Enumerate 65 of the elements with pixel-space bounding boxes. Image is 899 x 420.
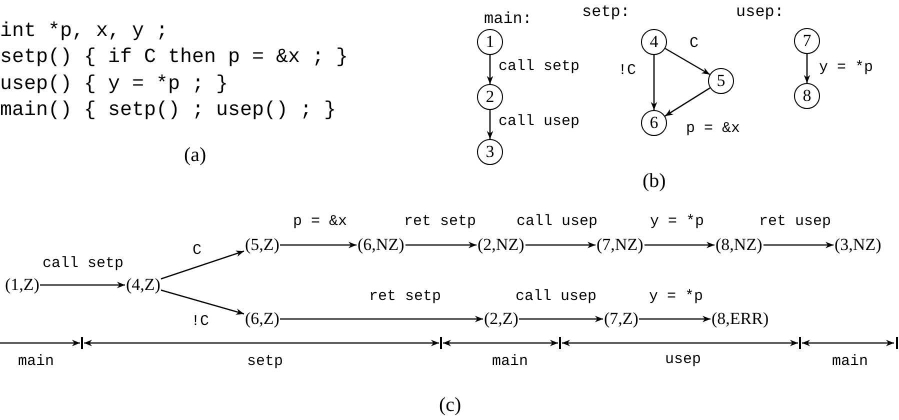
procedure-name: main	[18, 354, 54, 370]
state-circle: 2	[477, 84, 503, 110]
edge-label: call usep	[498, 114, 581, 130]
state-circle: 5	[708, 68, 734, 94]
state-pair: (2,NZ)	[478, 236, 524, 254]
arrow	[406, 242, 476, 248]
edge-label: ret setp	[403, 214, 478, 230]
procedure-name: setp	[247, 354, 284, 370]
procedure-name: usep	[665, 352, 702, 368]
edge-label: call setp	[42, 256, 125, 272]
arrow	[804, 54, 810, 83]
state-circle: 8	[794, 83, 820, 109]
arrow	[280, 316, 483, 322]
state-pair: (8,NZ)	[716, 236, 762, 254]
state-circle: 4	[641, 29, 667, 55]
code-line: setp() { if C then p = &x ; }	[0, 47, 348, 69]
state-pair: (6,Z)	[245, 310, 280, 328]
panel-label: (c)	[439, 394, 462, 416]
procedure-name: usep:	[736, 4, 784, 22]
edge-label: y = *p	[648, 288, 704, 305]
state-pair: (8,ERR)	[712, 310, 769, 328]
arrow	[764, 242, 834, 248]
edge-label: p = &x	[292, 214, 348, 230]
edge-label: p = &x	[685, 120, 742, 137]
procedure-name: setp:	[582, 4, 630, 22]
state-circle: 1	[477, 29, 503, 55]
panel-label: (a)	[184, 144, 206, 166]
edge-label: call usep	[516, 214, 599, 230]
state-circle: 7	[794, 28, 820, 54]
procedure-name: main:	[484, 11, 532, 29]
code-line: int *p, x, y ;	[0, 21, 168, 43]
edge-label: call setp	[498, 58, 581, 75]
arrow	[664, 48, 710, 76]
state-pair: (5,Z)	[245, 236, 280, 254]
arrow	[160, 250, 244, 280]
arrow	[280, 242, 356, 248]
arrow	[650, 55, 658, 110]
arrow	[486, 110, 494, 139]
arrow	[639, 316, 710, 322]
code-line: usep() { y = *p ; }	[0, 74, 228, 96]
state-pair: (7,NZ)	[596, 236, 644, 254]
arrow	[519, 316, 603, 322]
edge-label: y = *p	[649, 214, 706, 230]
arrow	[664, 87, 710, 117]
arrow	[160, 289, 244, 315]
edge-label: ret usep	[758, 214, 832, 230]
state-circle: 3	[477, 139, 503, 165]
state-pair: (2,Z)	[484, 310, 518, 328]
arrow	[526, 242, 596, 248]
state-pair: (4,Z)	[126, 276, 160, 294]
arrow	[40, 282, 125, 288]
arrow	[644, 242, 714, 248]
state-pair: (1,Z)	[5, 276, 40, 294]
procedure-name: main	[492, 354, 528, 370]
state-circle: 6	[641, 110, 667, 136]
edge-label: y = *p	[818, 60, 874, 76]
edge-label: call usep	[514, 288, 598, 305]
panel-label: (b)	[642, 170, 666, 192]
state-pair: (6,NZ)	[358, 236, 404, 254]
procedure-name: main	[832, 354, 868, 370]
state-pair: (7,Z)	[604, 310, 638, 328]
state-pair: (3,NZ)	[834, 236, 882, 254]
code-line: main() { setp() ; usep() ; }	[0, 100, 336, 122]
edge-label: ret setp	[368, 288, 442, 305]
arrow	[486, 55, 494, 84]
